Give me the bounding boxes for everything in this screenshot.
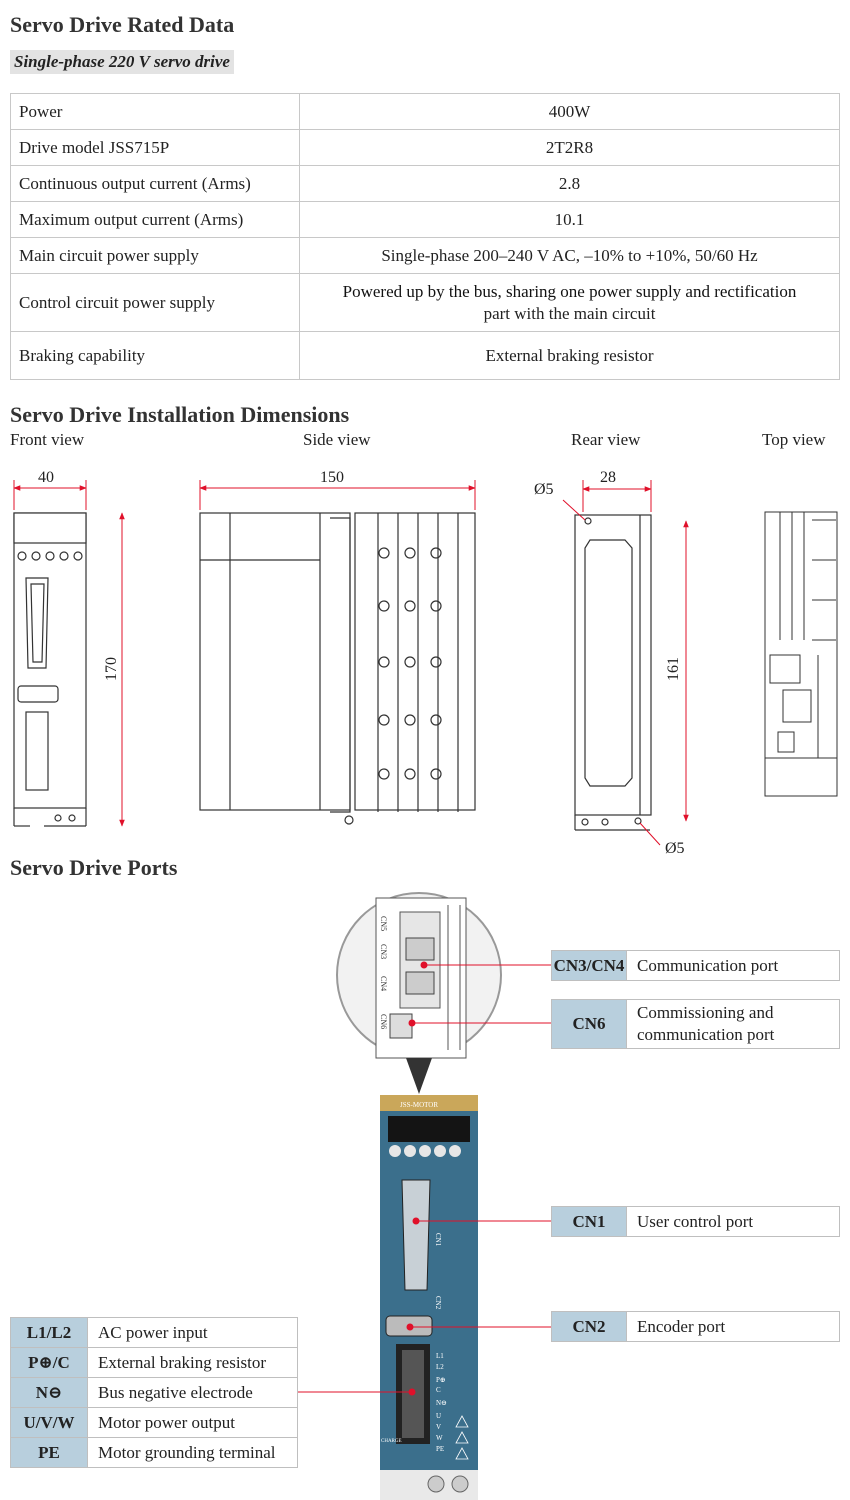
table-row: Continuous output current (Arms)2.8 bbox=[10, 165, 840, 202]
btn-set bbox=[449, 1145, 461, 1157]
row-value: 2.8 bbox=[299, 165, 840, 202]
mark-w: W bbox=[436, 1434, 443, 1442]
row-value: Single-phase 200–240 V AC, –10% to +10%,… bbox=[299, 237, 840, 274]
zoom-cn3: CN3 bbox=[379, 944, 388, 959]
callout-desc-line1: Commissioning and bbox=[637, 1003, 774, 1022]
row-value: External braking resistor bbox=[299, 331, 840, 380]
front-view-drawing bbox=[13, 512, 87, 827]
rear-dims bbox=[562, 480, 689, 846]
callout-key: CN1 bbox=[552, 1207, 627, 1236]
mark-u: U bbox=[436, 1412, 441, 1420]
row-label: Power bbox=[10, 93, 300, 130]
row-value: 2T2R8 bbox=[299, 129, 840, 166]
zoom-detail bbox=[336, 892, 502, 1094]
mark-n: N⊖ bbox=[436, 1399, 447, 1407]
terminal-desc: Motor power output bbox=[87, 1407, 298, 1438]
dim-side-depth: 150 bbox=[320, 469, 344, 486]
front-view-label: Front view bbox=[10, 430, 85, 449]
mark-pe: PE bbox=[436, 1445, 444, 1453]
side-view-label: Side view bbox=[303, 430, 371, 449]
callout-desc: Communication port bbox=[637, 955, 779, 975]
callout-key: CN6 bbox=[552, 1000, 627, 1048]
rated-data-subtitle: Single-phase 220 V servo drive bbox=[10, 50, 234, 74]
btn-left bbox=[404, 1145, 416, 1157]
terminal-desc: External braking resistor bbox=[87, 1347, 298, 1378]
row-value-line1: Powered up by the bus, sharing one power… bbox=[342, 281, 797, 301]
table-row: N⊖Bus negative electrode bbox=[10, 1377, 298, 1408]
dim-hole-top: Ø5 bbox=[534, 481, 554, 498]
dim-rear-height: 161 bbox=[665, 657, 682, 681]
btn-back bbox=[434, 1145, 446, 1157]
rear-view-drawing bbox=[574, 514, 652, 831]
rated-data-title: Servo Drive Rated Data bbox=[10, 12, 235, 37]
rear-view-label: Rear view bbox=[571, 430, 641, 449]
callout-pointers bbox=[298, 961, 551, 1396]
callout-cn1: CN1 User control port bbox=[551, 1206, 840, 1237]
panel-terminal-marks: L1 L2 P⊕ C N⊖ U V W PE bbox=[436, 1352, 447, 1453]
zoom-cn6: CN6 bbox=[379, 1014, 388, 1029]
dim-front-height: 170 bbox=[103, 657, 120, 681]
top-view-drawing bbox=[764, 511, 838, 797]
terminal-desc: Motor grounding terminal bbox=[87, 1437, 298, 1468]
btn-m bbox=[389, 1145, 401, 1157]
terminal-desc: AC power input bbox=[87, 1317, 298, 1348]
warning-icons bbox=[455, 1415, 469, 1460]
dim-rear-width: 28 bbox=[600, 469, 616, 486]
ports-title: Servo Drive Ports bbox=[10, 855, 178, 880]
terminal-key: L1/L2 bbox=[10, 1317, 88, 1348]
top-view-label: Top view bbox=[762, 430, 826, 449]
terminal-key: N⊖ bbox=[10, 1377, 88, 1408]
callout-cn6: CN6 Commissioning and communication port bbox=[551, 999, 840, 1049]
row-value-line2: part with the main circuit bbox=[483, 303, 656, 323]
row-label: Main circuit power supply bbox=[10, 237, 300, 274]
terminal-key: P⊕/C bbox=[10, 1347, 88, 1378]
zoom-cn5: CN5 bbox=[379, 916, 388, 931]
mark-l1: L1 bbox=[436, 1352, 444, 1360]
terminal-desc: Bus negative electrode bbox=[87, 1377, 298, 1408]
mark-c: C bbox=[436, 1386, 441, 1394]
row-value: 400W bbox=[299, 93, 840, 130]
dim-front-width: 40 bbox=[38, 469, 54, 486]
row-label: Control circuit power supply bbox=[10, 273, 300, 332]
dim-hole-bottom: Ø5 bbox=[665, 840, 685, 857]
callout-desc: User control port bbox=[637, 1211, 754, 1231]
terminal-key: PE bbox=[10, 1437, 88, 1468]
panel-charge: CHARGE bbox=[381, 1439, 402, 1444]
callout-desc-line2: communication port bbox=[637, 1025, 775, 1044]
side-view-drawing bbox=[199, 512, 476, 825]
btn-down bbox=[419, 1145, 431, 1157]
mark-p: P⊕ bbox=[436, 1376, 446, 1384]
panel-cn2: CN2 bbox=[434, 1296, 442, 1310]
install-title: Servo Drive Installation Dimensions bbox=[10, 402, 350, 427]
row-label: Maximum output current (Arms) bbox=[10, 201, 300, 238]
mark-l2: L2 bbox=[436, 1363, 444, 1371]
terminal-key: U/V/W bbox=[10, 1407, 88, 1438]
row-label: Drive model JSS715P bbox=[10, 129, 300, 166]
front-buttons bbox=[17, 551, 83, 561]
brand-logo: JSS-MOTOR bbox=[400, 1101, 438, 1109]
panel-cn1: CN1 bbox=[434, 1233, 442, 1247]
callout-key: CN2 bbox=[552, 1312, 627, 1341]
callout-cn2: CN2 Encoder port bbox=[551, 1311, 840, 1342]
zoom-cn4: CN4 bbox=[379, 976, 388, 991]
callout-key: CN3/CN4 bbox=[552, 951, 627, 980]
mark-v: V bbox=[436, 1423, 441, 1431]
callout-cn3-cn4: CN3/CN4 Communication port bbox=[551, 950, 840, 981]
callout-desc: Commissioning and communication port bbox=[627, 1000, 774, 1048]
side-dims bbox=[199, 480, 476, 510]
row-label: Braking capability bbox=[10, 331, 300, 380]
front-dims bbox=[13, 480, 125, 827]
callout-desc: Encoder port bbox=[637, 1316, 726, 1336]
